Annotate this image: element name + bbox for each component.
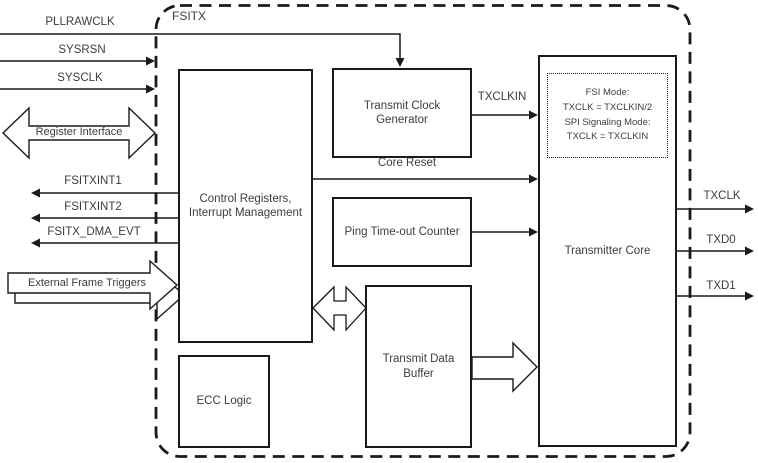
fsitx-dashed-boundary — [154, 4, 692, 458]
txd0-arrowhead-icon — [745, 246, 754, 256]
ping-timeout-arrowhead-icon — [529, 227, 538, 237]
fsitx-title: FSITX — [172, 9, 207, 23]
register-interface-label: Register Interface — [35, 126, 123, 138]
external-frame-triggers-arrow-icon — [7, 259, 179, 311]
txd1-label: TXD1 — [706, 280, 736, 292]
fsitxint1-arrowhead-icon — [31, 188, 40, 198]
data-buffer-to-core-arrow-icon — [471, 341, 538, 393]
external-frame-triggers-label: External Frame Triggers — [28, 277, 146, 289]
fsitx-dma-evt-arrowhead-icon — [31, 238, 40, 248]
fsitx-dma-evt-label: FSITX_DMA_EVT — [47, 226, 141, 238]
fsitxint1-label: FSITXINT1 — [64, 175, 122, 187]
fsitxint2-arrowhead-icon — [31, 213, 40, 223]
transmit-clock-generator-block: Transmit Clock Generator — [332, 68, 472, 158]
fsitxint2-label: FSITXINT2 — [64, 201, 122, 213]
txd0-label: TXD0 — [706, 234, 736, 246]
pllrawclk-label: PLLRAWCLK — [45, 16, 115, 28]
transmit-data-buffer-block: Transmit Data Buffer — [365, 285, 472, 448]
transmitter-core-label: Transmitter Core — [564, 244, 651, 257]
txclkin-arrowhead-icon — [529, 110, 538, 120]
core-reset-arrowhead-icon — [529, 174, 538, 184]
sysclk-arrowhead-icon — [146, 84, 155, 94]
core-reset-label: Core Reset — [377, 157, 437, 169]
pllrawclk-arrowhead-icon — [395, 58, 405, 67]
ping-timeout-counter-block: Ping Time-out Counter — [332, 197, 472, 267]
sysclk-label: SYSCLK — [57, 72, 103, 84]
sysrsn-arrowhead-icon — [146, 56, 155, 66]
ecc-logic-block: ECC Logic — [178, 355, 270, 448]
register-interface-double-arrow-icon — [1, 106, 157, 160]
control-registers-block: Control Registers, Interrupt Management — [178, 69, 313, 343]
pllrawclk-line — [0, 33, 401, 59]
clock-mode-note: FSI Mode: TXCLK = TXCLKIN/2 SPI Signalin… — [547, 73, 668, 158]
control-registers-data-buffer-bidir-arrow-icon — [312, 285, 367, 332]
sysrsn-label: SYSRSN — [58, 44, 106, 56]
txclk-label: TXCLK — [703, 190, 741, 202]
txclk-arrowhead-icon — [745, 204, 754, 214]
txclkin-label: TXCLKIN — [477, 91, 527, 103]
transmitter-core-block: FSI Mode: TXCLK = TXCLKIN/2 SPI Signalin… — [538, 55, 677, 447]
txd1-arrowhead-icon — [745, 291, 754, 301]
